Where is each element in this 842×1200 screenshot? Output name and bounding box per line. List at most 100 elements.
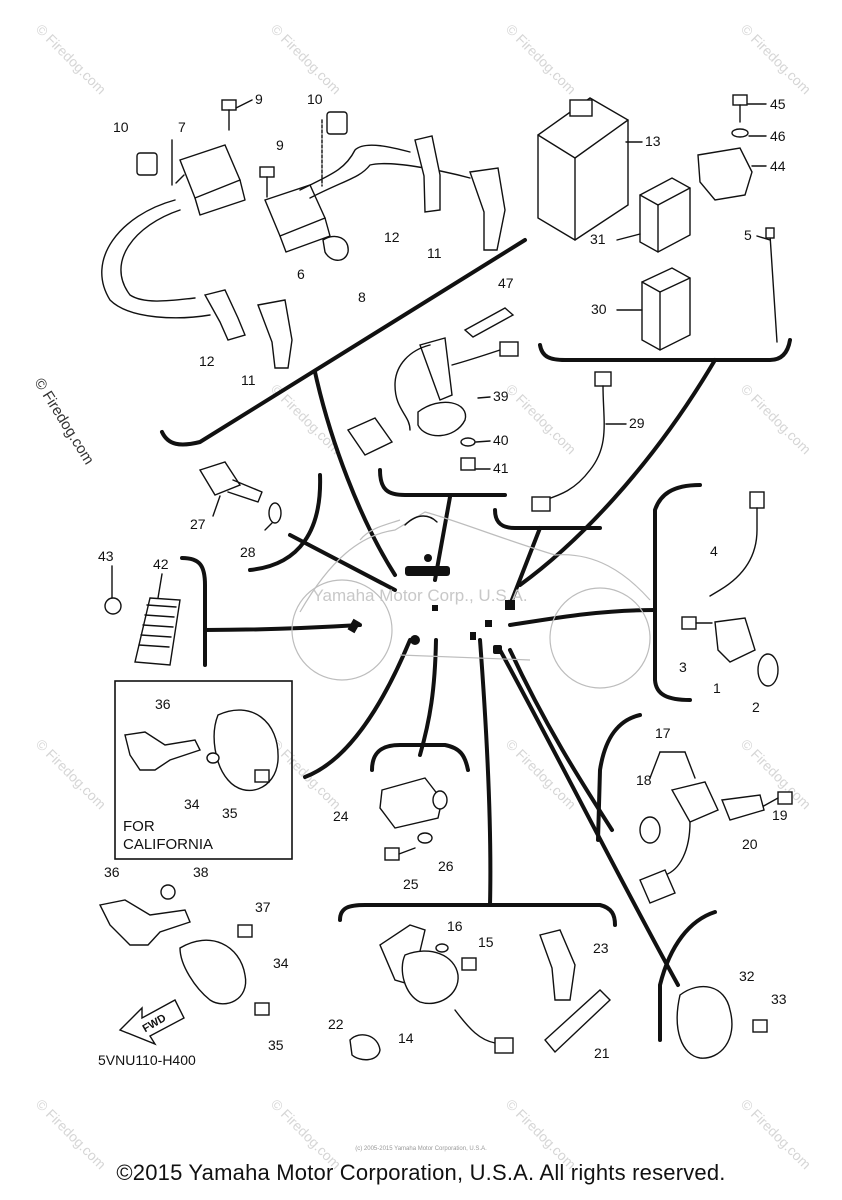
part-numbers: 9 10 7 10 9 6 8 12 11 12 11 13 45 46 44 … — [98, 91, 788, 1061]
pressure-switch-outline — [248, 473, 323, 572]
hose-21 — [544, 989, 612, 1054]
bolt-15 — [461, 957, 477, 971]
starter-relay-14 — [379, 924, 514, 1054]
part-number: 3 — [679, 659, 687, 675]
part-number: 29 — [629, 415, 645, 431]
connector-29-outline — [493, 508, 602, 530]
cap-10a — [136, 152, 158, 176]
number-leaders — [111, 99, 771, 599]
part-number: 20 — [742, 836, 758, 852]
side-watermark: © Firedog.com — [31, 375, 98, 468]
sidestand-switch-1 — [714, 617, 756, 663]
part-number: 32 — [739, 968, 755, 984]
part-number: 17 — [655, 725, 671, 741]
ignition-coil-6 — [264, 184, 331, 253]
part-number: 39 — [493, 388, 509, 404]
part-number: 14 — [398, 1030, 414, 1046]
part-number: 43 — [98, 548, 114, 564]
tile-watermark: © Firedog.com — [268, 736, 344, 812]
part-number: 11 — [427, 245, 442, 261]
part-number: 6 — [297, 266, 305, 282]
o-ring-2 — [757, 653, 779, 687]
pressure-switch-27 — [198, 461, 263, 503]
tile-watermark: © Firedog.com — [738, 381, 814, 457]
leader-lines — [203, 358, 717, 987]
part-number: 1 — [713, 680, 721, 696]
tile-watermark: © Firedog.com — [33, 736, 109, 812]
ecu-13 — [537, 97, 629, 241]
part-number: 38 — [193, 864, 209, 880]
part-number: 18 — [636, 772, 652, 788]
bolt-33 — [752, 1019, 768, 1033]
part-number: 35 — [222, 805, 238, 821]
bracket-44 — [697, 147, 753, 201]
part-number: 22 — [328, 1016, 344, 1032]
part-number: 34 — [184, 796, 200, 812]
part-number: 36 — [155, 696, 171, 712]
part-number: 35 — [268, 1037, 284, 1053]
gasket-47 — [463, 307, 515, 338]
bike-markers — [347, 554, 515, 654]
plug-cap-12a — [203, 289, 246, 341]
speed-sensor-outline — [596, 713, 642, 842]
part-number: 10 — [307, 91, 323, 107]
part-number: 47 — [498, 275, 514, 291]
washer-46 — [731, 128, 749, 138]
part-number: 10 — [113, 119, 129, 135]
tile-watermark: © Firedog.com — [738, 21, 814, 97]
bolt-9a — [221, 99, 237, 131]
tile-watermark: © Firedog.com — [503, 21, 579, 97]
part-number: 36 — [104, 864, 120, 880]
part-number: 11 — [241, 372, 256, 388]
bolt-41 — [460, 457, 476, 471]
sidestand-outline — [653, 483, 702, 702]
california-box: FOR CALIFORNIA — [114, 680, 293, 860]
tile-watermark: © Firedog.com — [268, 21, 344, 97]
part-number: 44 — [770, 158, 786, 174]
bolt-45 — [732, 94, 748, 123]
washer-26 — [417, 832, 433, 844]
part-number: 24 — [333, 808, 349, 824]
part-number: 28 — [240, 544, 256, 560]
clip-8 — [322, 235, 349, 261]
connector-29 — [531, 371, 612, 512]
part-number: 4 — [710, 543, 718, 559]
part-number: 2 — [752, 699, 760, 715]
starter-relay-outline — [338, 903, 617, 927]
relay-31 — [639, 177, 691, 253]
sensor-24 — [379, 777, 448, 829]
tie-5 — [765, 227, 778, 343]
california-line2: CALIFORNIA — [123, 836, 213, 853]
ignition-group-outline — [160, 238, 527, 447]
tile-watermark: © Firedog.com — [503, 381, 579, 457]
screw-3 — [681, 616, 713, 630]
part-number: 45 — [770, 96, 786, 112]
part-number: 26 — [438, 858, 454, 874]
plug-cap-12b — [414, 135, 441, 213]
part-number: 41 — [493, 460, 509, 476]
part-number: 5 — [744, 227, 752, 243]
bolt-9b — [259, 166, 275, 198]
part-number: 30 — [591, 301, 607, 317]
part-number: 8 — [358, 289, 366, 305]
part-number: 9 — [276, 137, 284, 153]
part-number: 42 — [153, 556, 169, 572]
tile-watermark: © Firedog.com — [33, 21, 109, 97]
high-tension-leads — [101, 144, 471, 319]
clip-22 — [349, 1034, 381, 1061]
switch-lead-4 — [709, 491, 765, 597]
part-number: 16 — [447, 918, 463, 934]
part-number: 7 — [178, 119, 186, 135]
bolt-19 — [759, 791, 793, 809]
fwd-arrow: FWD — [118, 999, 185, 1046]
gasket-28 — [268, 502, 282, 524]
reflector-outline — [180, 556, 207, 667]
copyright-footer: ©2015 Yamaha Motor Corporation, U.S.A. A… — [116, 1160, 726, 1185]
part-number: 46 — [770, 128, 786, 144]
ecu-group-outline — [538, 338, 792, 362]
cap-10b — [321, 111, 348, 187]
relay-30 — [641, 267, 691, 351]
washer-40 — [460, 437, 476, 447]
plug-cap-11b — [469, 167, 506, 251]
